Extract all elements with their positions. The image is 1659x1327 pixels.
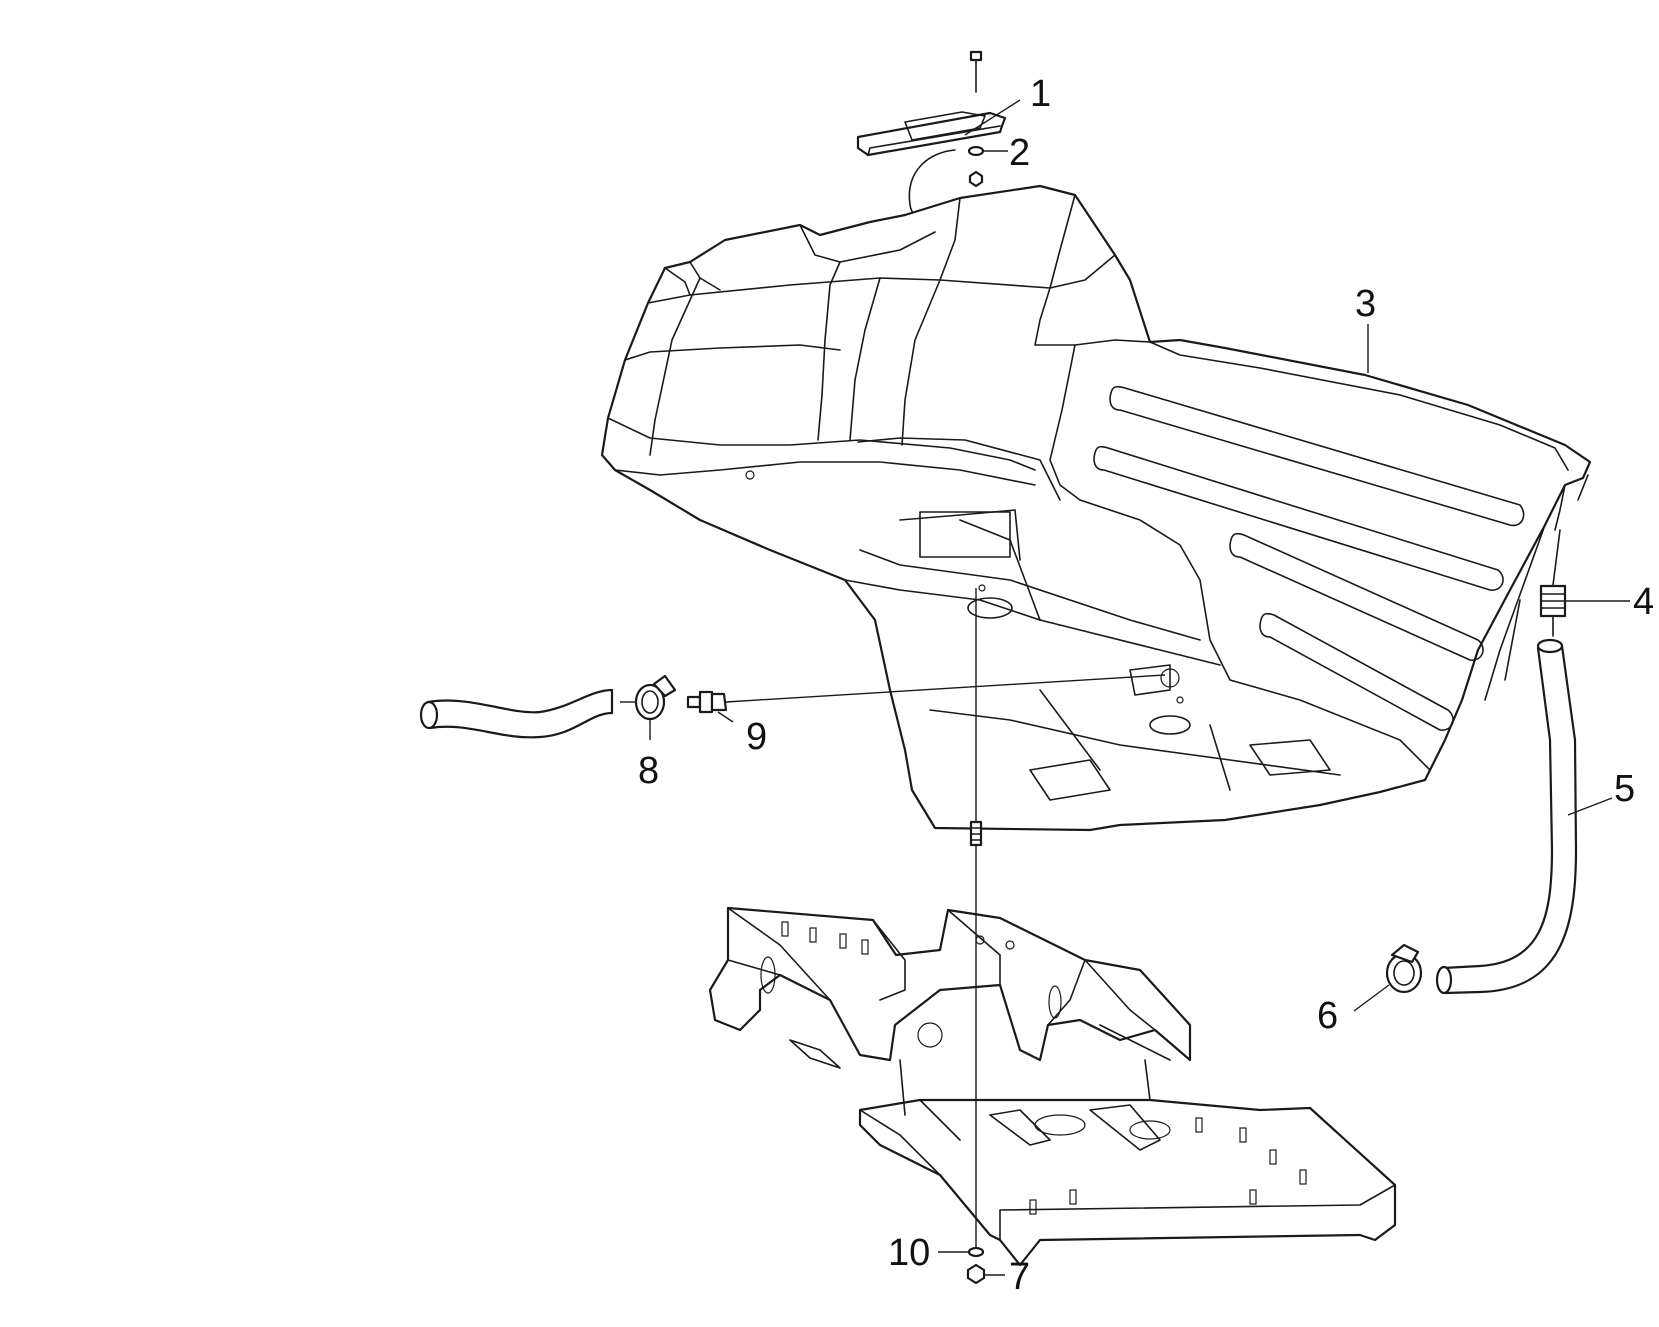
callout-labels: 1 2 3 4 5 6 7 8 9 10 bbox=[638, 73, 1654, 1298]
callout-8: 8 bbox=[638, 750, 659, 792]
part-9-drain-fitting bbox=[686, 674, 1166, 723]
bracket-frame-lower bbox=[858, 1059, 1397, 1267]
part-1-cover-plate bbox=[856, 50, 1007, 157]
callout-3: 3 bbox=[1355, 283, 1376, 325]
part-5-hose bbox=[1435, 638, 1578, 995]
rib-2 bbox=[1093, 445, 1504, 591]
callout-9: 9 bbox=[746, 716, 767, 758]
part-6-hose-clamp bbox=[1385, 943, 1423, 994]
rib-4 bbox=[1259, 612, 1454, 731]
callout-2: 2 bbox=[1009, 132, 1030, 174]
leader-lines bbox=[964, 99, 1630, 1012]
callout-10: 10 bbox=[888, 1232, 930, 1274]
rib-1 bbox=[1109, 385, 1525, 527]
part-10-washer bbox=[938, 1246, 985, 1258]
part-3-body-tray bbox=[600, 184, 1592, 832]
part-4-fitting bbox=[1539, 529, 1567, 637]
callout-1: 1 bbox=[1030, 73, 1051, 115]
callout-5: 5 bbox=[1614, 768, 1635, 810]
part-8-hose-clamp bbox=[620, 674, 677, 740]
callout-6: 6 bbox=[1317, 995, 1338, 1037]
callout-7: 7 bbox=[1009, 1256, 1030, 1298]
callout-4: 4 bbox=[1633, 581, 1654, 623]
stud-bolt bbox=[969, 588, 983, 1248]
drain-hose bbox=[419, 688, 614, 739]
bracket-frame-upper bbox=[708, 906, 1192, 1069]
rib-3 bbox=[1229, 532, 1484, 661]
part-7-nut bbox=[966, 1263, 1005, 1285]
